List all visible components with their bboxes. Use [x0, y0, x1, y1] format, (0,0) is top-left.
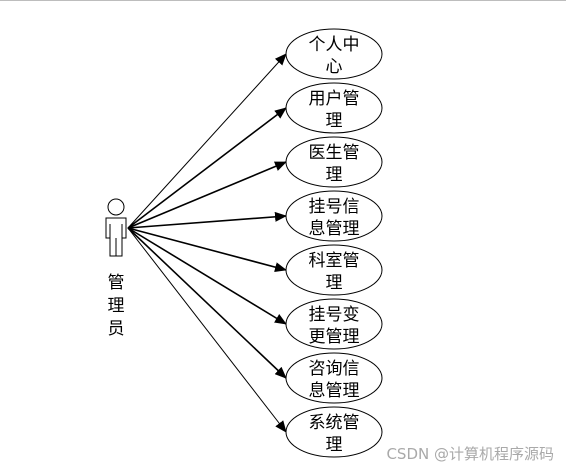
association-arrow-doctor-management: [127, 161, 287, 229]
use-case-ellipse: [285, 244, 383, 296]
watermark: CSDN @计算机程序源码: [386, 445, 554, 463]
actor-figure-icon: [105, 198, 127, 257]
use-case-label-line: 理: [326, 111, 343, 131]
actor-label-char: 管: [107, 273, 125, 293]
use-case-label-line: 理: [326, 165, 343, 185]
association-arrow-user-management: [127, 107, 287, 229]
use-case-label-line: 挂号变: [309, 305, 360, 325]
association-arrows: [127, 53, 287, 433]
use-case-label-line: 系统管: [309, 413, 360, 433]
use-case-label-line: 息管理: [309, 219, 360, 239]
association-arrow-registration-change-management: [127, 227, 287, 325]
use-case-label-line: 理: [326, 435, 343, 455]
use-case-ellipse: [285, 28, 383, 80]
use-case-ellipse: [285, 82, 383, 134]
use-case-label-line: 心: [326, 57, 343, 77]
use-case-label-line: 个人中: [309, 35, 360, 55]
top-border: [0, 0, 566, 1]
use-case-label-line: 息管理: [309, 381, 360, 401]
use-case-ellipse: [285, 352, 383, 404]
use-case-label-line: 挂号信: [309, 197, 360, 217]
use-case-label-line: 医生管: [309, 143, 360, 163]
actor-label-char: 员: [107, 319, 125, 339]
use-case-ellipse: [285, 298, 383, 350]
association-arrow-registration-info-management: [127, 211, 287, 229]
actor-label: 管 理 员: [104, 272, 128, 341]
use-case-label-line: 科室管: [309, 251, 360, 271]
use-case-ellipse: [285, 190, 383, 242]
actor-label-char: 理: [107, 296, 125, 316]
use-case-label-line: 更管理: [309, 327, 360, 347]
association-arrow-system-management: [127, 227, 287, 433]
association-arrow-consultation-info-management: [127, 227, 287, 379]
association-arrow-personal-center: [127, 53, 287, 229]
use-case-label-line: 理: [326, 273, 343, 293]
use-case-label-line: 用户管: [309, 89, 360, 109]
use-case-ellipse: [285, 406, 383, 458]
use-case-label-line: 咨询信: [309, 359, 360, 379]
use-case-ellipse: [285, 136, 383, 188]
association-arrow-department-management: [127, 227, 287, 273]
